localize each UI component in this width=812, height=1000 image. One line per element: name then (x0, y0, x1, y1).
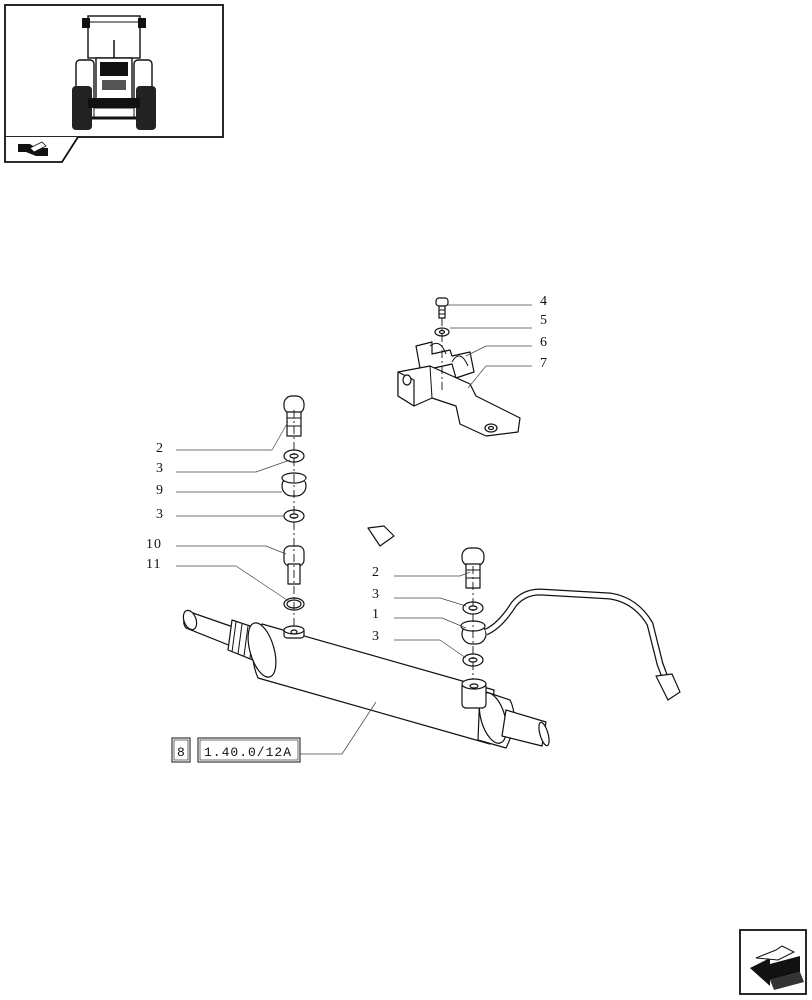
callout-label: 3 (372, 587, 380, 602)
section-tab[interactable] (4, 136, 79, 163)
callout-label: 2 (156, 441, 164, 456)
callout-label: 2 (372, 565, 380, 580)
reference-code: 1.40.0/12A (204, 745, 292, 760)
callout-label: 3 (156, 507, 164, 522)
callouts-left: 2 3 9 3 10 11 (146, 421, 291, 603)
callout-label: 3 (372, 629, 380, 644)
callout-label: 4 (540, 294, 548, 309)
next-page-arrow-icon (750, 945, 804, 990)
right-union-stack (460, 547, 681, 701)
callouts-bracket: 4 5 6 7 (448, 294, 548, 389)
next-page-button[interactable] (739, 929, 807, 995)
section-pointer-icon (18, 141, 48, 156)
callout-label: 11 (146, 557, 161, 572)
callout-label: 1 (372, 607, 380, 622)
callout-label: 10 (146, 537, 162, 552)
callout-label: 6 (540, 335, 548, 350)
callouts-right: 2 3 1 3 (372, 565, 471, 659)
mounting-bracket (397, 365, 521, 437)
callout-label: 5 (540, 313, 548, 328)
thumbnail-panel[interactable] (4, 4, 224, 138)
left-union-stack (281, 395, 395, 634)
cross-reference[interactable]: 8 1.40.0/12A (171, 701, 377, 763)
tractor-front-view-icon (72, 15, 156, 130)
bracket-bolt (435, 297, 449, 319)
callout-label: 9 (156, 483, 164, 498)
clamp-bracket-assembly (397, 297, 521, 437)
callout-label: 7 (540, 356, 548, 371)
steering-cylinder (182, 609, 550, 749)
callout-label: 3 (156, 461, 164, 476)
reference-section: 8 (177, 745, 186, 760)
